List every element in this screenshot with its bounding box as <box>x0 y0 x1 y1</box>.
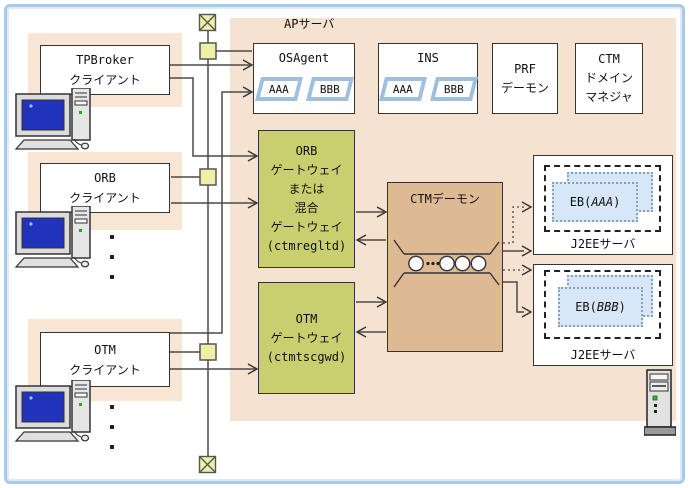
vertical-ellipsis <box>110 405 114 449</box>
eb-dashed-group <box>544 165 661 232</box>
diagram-frame <box>4 4 685 484</box>
ctm-daemon-box: CTMデーモン <box>387 182 503 352</box>
eb-instance-front: EB(BBB) <box>558 287 643 327</box>
vertical-ellipsis <box>110 235 114 279</box>
network-node-icon <box>199 343 217 361</box>
orb-client-box: ORB クライアント <box>40 163 170 213</box>
osagent-box: OSAgent AAA BBB <box>253 43 355 114</box>
client-computer-icon <box>14 380 91 442</box>
request-queue-icon <box>393 239 500 288</box>
osagent-tag-bbb: BBB <box>305 77 354 101</box>
network-node-icon <box>199 168 217 186</box>
otm-gateway-box: OTM ゲートウェイ (ctmtscgwd) <box>258 282 355 394</box>
eb-dashed-group <box>544 270 661 339</box>
network-terminator-icon <box>198 455 217 474</box>
client-computer-icon <box>14 88 91 150</box>
orb-gateway-box: ORB ゲートウェイ または 混合 ゲートウェイ (ctmregltd) <box>258 130 355 268</box>
prf-daemon-box: PRF デーモン <box>492 43 558 114</box>
network-terminator-icon <box>198 13 217 32</box>
network-node-icon <box>199 42 217 60</box>
server-tower-icon <box>644 369 676 436</box>
ins-tag-aaa: AAA <box>378 77 427 101</box>
ap-server-label: APサーバ <box>284 17 335 31</box>
osagent-title: OSAgent <box>278 51 330 65</box>
ins-tag-bbb: BBB <box>429 77 478 101</box>
j2ee-server-label: J2EEサーバ <box>570 348 636 362</box>
ctm-domain-manager-box: CTM ドメイン マネジャ <box>575 43 643 114</box>
ins-title: INS <box>417 51 439 65</box>
j2ee-server-label: J2EEサーバ <box>570 237 636 251</box>
client-computer-icon <box>14 206 91 268</box>
eb-instance-front: EB(AAA) <box>552 182 638 222</box>
j2ee-server-box-1: EB(AAA) J2EEサーバ <box>533 155 673 255</box>
tpbroker-client-box: TPBroker クライアント <box>40 45 170 95</box>
osagent-tag-aaa: AAA <box>254 77 303 101</box>
ins-box: INS AAA BBB <box>378 43 478 114</box>
ctm-daemon-label: CTMデーモン <box>410 192 480 206</box>
otm-client-box: OTM クライアント <box>40 332 170 387</box>
j2ee-server-box-2: EB(BBB) J2EEサーバ <box>533 264 673 366</box>
